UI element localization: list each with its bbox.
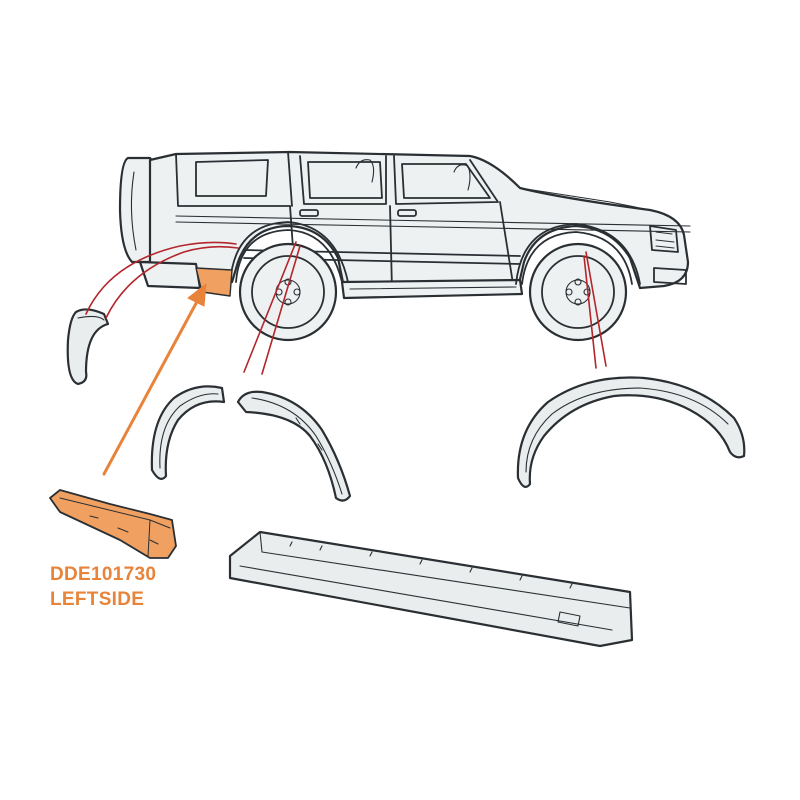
- sill-panel-part: [228, 530, 634, 648]
- front-wheel: [528, 242, 628, 342]
- highlight-arrow: [102, 283, 207, 476]
- side-window-rear-door: [307, 161, 383, 199]
- rear-wheel-arch-front-half: [150, 385, 226, 480]
- rear-window: [195, 159, 269, 197]
- side-sill: [340, 278, 524, 300]
- rear-wheel-arch-rear-half: [236, 390, 352, 502]
- highlighted-part-dde101730: [49, 489, 177, 559]
- part-number-label: DDE101730: [50, 564, 157, 585]
- front-wheel-arch: [516, 376, 746, 488]
- headlamp: [649, 225, 679, 253]
- front-door: [499, 201, 515, 291]
- leader-lines: [85, 241, 607, 375]
- vehicle-body: [118, 150, 691, 300]
- rear-bumper-corner-part: [66, 308, 110, 386]
- rear-wheel: [238, 242, 338, 342]
- side-window-front-door: [401, 163, 491, 199]
- part-side-label: LEFTSIDE: [50, 589, 145, 610]
- body-outline: [148, 150, 690, 294]
